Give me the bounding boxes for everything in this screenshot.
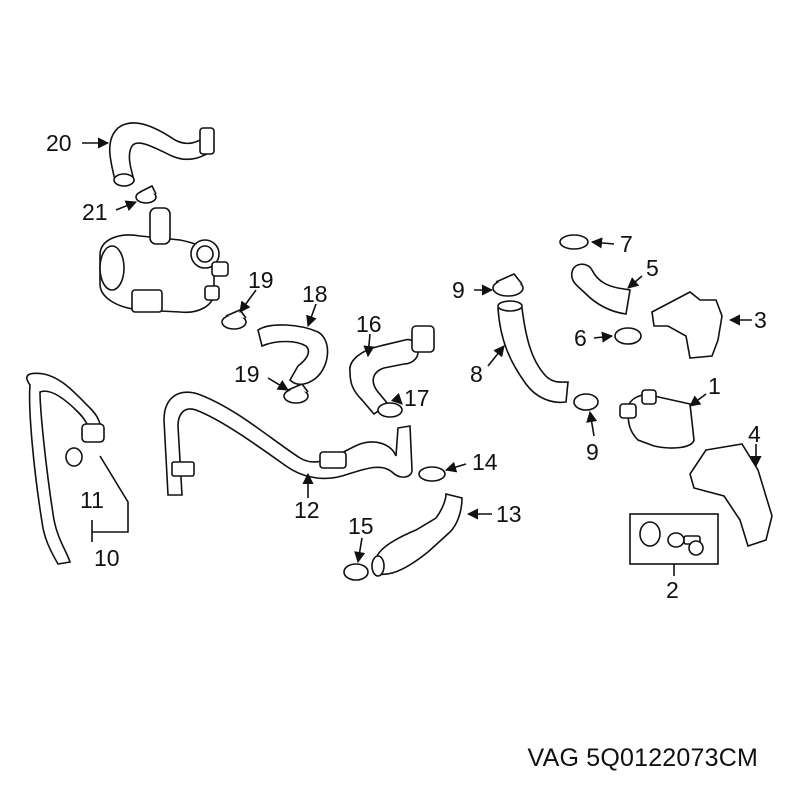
part-13-hose xyxy=(371,492,463,577)
callout-16: 16 xyxy=(356,311,382,337)
part-9-clamp-upper xyxy=(492,273,524,297)
part-21-clamp xyxy=(135,184,157,204)
callout-9-upper: 9 xyxy=(452,277,465,303)
leader-6 xyxy=(593,331,614,343)
part-3-bracket xyxy=(651,291,723,359)
callout-14: 14 xyxy=(472,449,498,475)
part-1-pump xyxy=(619,389,695,449)
callout-21: 21 xyxy=(82,199,108,225)
part-17-clamp xyxy=(377,402,403,418)
callout-5: 5 xyxy=(646,255,659,281)
callout-12: 12 xyxy=(294,497,320,523)
callout-15: 15 xyxy=(348,513,374,539)
part-10-pipe xyxy=(26,372,105,565)
part-18-hose xyxy=(257,324,329,386)
part-19-clamp-upper xyxy=(221,309,247,330)
leader-19a xyxy=(239,289,257,313)
leader-1 xyxy=(689,393,707,407)
part-19-clamp-lower xyxy=(283,383,309,404)
callout-3: 3 xyxy=(754,307,767,333)
part-7-clamp xyxy=(559,234,589,250)
leader-19b xyxy=(267,377,289,391)
leader-16 xyxy=(363,333,375,358)
part-4-bracket xyxy=(689,443,773,548)
leader-21 xyxy=(115,200,138,211)
leader-8 xyxy=(487,345,505,367)
callout-2: 2 xyxy=(666,577,679,603)
part-14-clamp xyxy=(418,466,446,482)
leader-17 xyxy=(390,392,403,405)
leader-7 xyxy=(590,237,615,249)
callout-9-lower: 9 xyxy=(586,439,599,465)
callout-11: 11 xyxy=(80,487,104,513)
thermostat-housing xyxy=(99,207,229,314)
part-20-hose xyxy=(108,122,215,187)
part-2-kit xyxy=(639,521,704,556)
leader-9b xyxy=(586,410,598,437)
part-5-hose xyxy=(570,263,631,315)
callout-13: 13 xyxy=(496,501,522,527)
callout-1: 1 xyxy=(708,373,721,399)
callout-10: 10 xyxy=(94,545,120,571)
leader-15 xyxy=(354,537,366,564)
callout-7: 7 xyxy=(620,231,633,257)
callout-19-lower: 19 xyxy=(234,361,260,387)
callout-20: 20 xyxy=(46,130,72,156)
leader-10-bracket xyxy=(92,455,129,533)
callout-6: 6 xyxy=(574,325,587,351)
callout-4: 4 xyxy=(748,421,761,447)
callout-19-upper: 19 xyxy=(248,267,274,293)
part-11-seal xyxy=(65,447,83,467)
part-12-pipe xyxy=(163,391,413,496)
callout-18: 18 xyxy=(302,281,328,307)
part-9-clamp-lower xyxy=(573,393,599,411)
leader-18 xyxy=(306,303,317,328)
part-6-clamp xyxy=(614,327,642,345)
leader-14 xyxy=(444,461,467,473)
callout-17: 17 xyxy=(404,385,430,411)
leader-5 xyxy=(627,275,643,289)
part-15-clamp xyxy=(343,563,369,581)
part-8-hose xyxy=(497,300,569,404)
callout-8: 8 xyxy=(470,361,483,387)
part-number-caption: VAG 5Q0122073CM xyxy=(527,744,758,772)
part-16-hose xyxy=(349,325,435,416)
